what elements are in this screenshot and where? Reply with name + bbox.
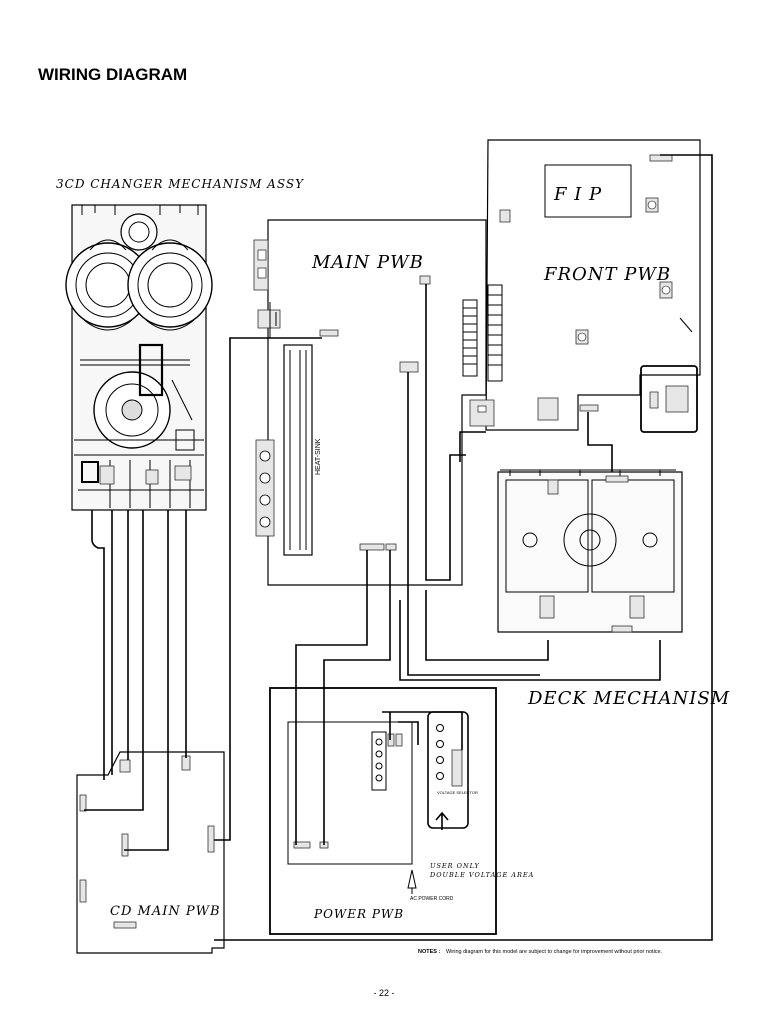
power-pwb-label: POWER PWB <box>313 907 404 921</box>
power-pwb-board: VOLTAGE SELECTOR USER ONLY DOUBLE VOLTAG… <box>269 687 534 935</box>
main-pwb-board: MAIN PWB HEAT-SINK <box>253 219 487 586</box>
deck-mechanism: DECK MECHANISM <box>497 469 730 709</box>
cd-main-pwb-label: CD MAIN PWB <box>110 904 221 919</box>
changer-mechanism <box>65 204 213 511</box>
front-pwb-board: F I P FRONT PWB <box>462 139 701 431</box>
heat-sink-label: HEAT-SINK <box>315 438 322 475</box>
notes-text: Wiring diagram for this model are subjec… <box>446 949 663 955</box>
front-pwb-label: FRONT PWB <box>543 264 671 285</box>
double-voltage-label: DOUBLE VOLTAGE AREA <box>429 871 534 879</box>
mic-jack-board <box>640 365 698 433</box>
page-number: - 22 - <box>373 988 394 998</box>
changer-label: 3CD CHANGER MECHANISM ASSY <box>56 177 304 191</box>
ac-power-cord-label: AC POWER CORD <box>410 896 454 902</box>
notes-label: NOTES : <box>418 949 440 955</box>
cd-main-pwb-board: CD MAIN PWB <box>76 751 225 954</box>
main-pwb-label: MAIN PWB <box>311 252 424 273</box>
user-only-label: USER ONLY <box>430 862 480 870</box>
fip-label: F I P <box>553 184 602 205</box>
voltage-selector-label: VOLTAGE SELECTOR <box>437 790 478 795</box>
deck-mechanism-label: DECK MECHANISM <box>527 688 730 709</box>
page-title: WIRING DIAGRAM <box>38 65 187 84</box>
wire-harness <box>84 154 713 941</box>
